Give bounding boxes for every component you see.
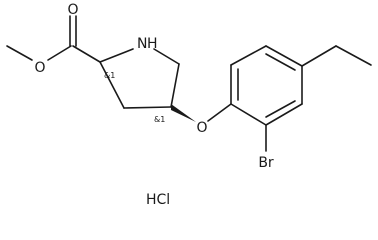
ring-n-c5-bond	[153, 48, 180, 65]
ring-c2-n-bond	[99, 48, 134, 63]
bromine-label: Br	[258, 155, 274, 171]
chemical-structure: O O N H O Br HCl &1 &1	[6, 2, 372, 208]
ring-c3-c2-bond	[99, 61, 125, 109]
hydrochloride-label: HCl	[146, 192, 170, 208]
ester-c2-bond	[72, 45, 101, 63]
methyl-bond	[6, 45, 33, 61]
stereo-label-c2: &1	[104, 71, 115, 80]
carbonyl-oxygen-label: O	[67, 2, 78, 18]
benzene-inner-bond-2	[265, 53, 296, 71]
benzene-bond-2	[230, 45, 267, 66]
benzene-bond-5	[265, 103, 303, 126]
stereo-label-c4: &1	[154, 115, 165, 124]
aryl-ether-bond	[207, 103, 232, 122]
ring-nitrogen-hydrogen-label: H	[147, 36, 158, 52]
ethyl-bond-2	[335, 45, 372, 66]
ester-ether-oxygen-label: O	[34, 60, 45, 76]
benzene-inner-bond-3	[265, 100, 296, 118]
stereo-wedge-bond	[171, 104, 196, 122]
ring-c4-c3-bond	[123, 106, 172, 109]
ester-o-c-bond	[47, 45, 72, 61]
benzene-bond-3	[265, 45, 303, 67]
ethyl-bond-1	[301, 45, 337, 67]
ring-nitrogen-label: N	[137, 36, 147, 52]
benzene-bond-6	[230, 103, 267, 126]
ring-c5-c4-bond	[170, 63, 180, 108]
aryl-ether-oxygen-label: O	[196, 120, 207, 136]
